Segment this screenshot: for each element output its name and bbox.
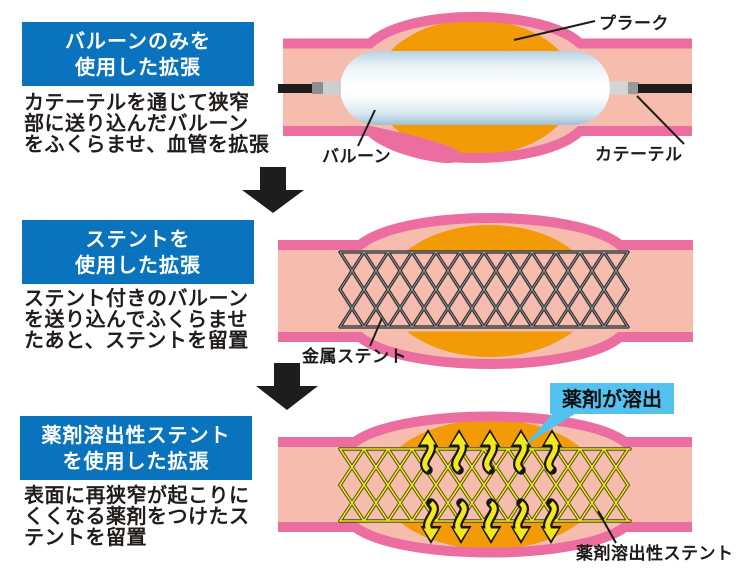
section3-description: 表面に再狭窄が起こりに くくなる薬剤をつけたス テントを留置 bbox=[24, 485, 250, 549]
section1-description: カテーテルを通じて狭窄 部に送り込んだバルーン をふくらませ、血管を拡張 bbox=[24, 92, 270, 156]
vessel-wall bbox=[278, 213, 693, 369]
catheter-right-marker bbox=[628, 82, 639, 94]
flow-arrow-down-1 bbox=[242, 167, 304, 213]
flow-arrow-down-2 bbox=[256, 363, 318, 410]
catheter-label: カテーテル bbox=[595, 145, 683, 164]
catheter-leader-line bbox=[636, 95, 685, 145]
stent-leader-line bbox=[369, 317, 383, 347]
catheter-left-marker bbox=[312, 82, 324, 94]
catheter-left-shaft bbox=[278, 84, 314, 93]
metal-stent-diagram: 金属ステント bbox=[278, 213, 693, 369]
catheter-right-hub bbox=[610, 81, 629, 95]
catheter-right-shaft bbox=[638, 84, 692, 93]
drug-elution-callout-label: 薬剤が溶出 bbox=[562, 387, 662, 411]
section1-header: バルーンのみを 使用した拡張 bbox=[22, 22, 254, 86]
des-stent-label: 薬剤溶出性ステント bbox=[576, 543, 734, 563]
callout-box bbox=[550, 383, 674, 414]
drug-eluting-stent-diagram: 薬剤が溶出 薬剤溶出性ステント bbox=[278, 383, 734, 563]
metal-stent-label: 金属ステント bbox=[301, 346, 407, 366]
balloon-leader-line bbox=[357, 109, 376, 147]
catheter-left-hub bbox=[323, 81, 341, 95]
plaque-leader-line bbox=[513, 20, 596, 41]
balloon-dilation-diagram: プラーク バルーン カテーテル bbox=[278, 11, 692, 166]
callout-pointer bbox=[525, 412, 578, 445]
des-stent-leader-line bbox=[597, 510, 617, 544]
vessel-wall bbox=[283, 11, 692, 163]
plaque-label: プラーク bbox=[599, 13, 669, 33]
section2-description: ステント付きのバルーン を送り込んでふくらませ たあと、ステントを留置 bbox=[24, 288, 249, 352]
section3-header: 薬剤溶出性ステント を使用した拡張 bbox=[20, 416, 252, 480]
vessel-wall bbox=[278, 411, 692, 558]
balloon-label: バルーン bbox=[322, 147, 391, 166]
section2-header: ステントを 使用した拡張 bbox=[22, 220, 254, 284]
